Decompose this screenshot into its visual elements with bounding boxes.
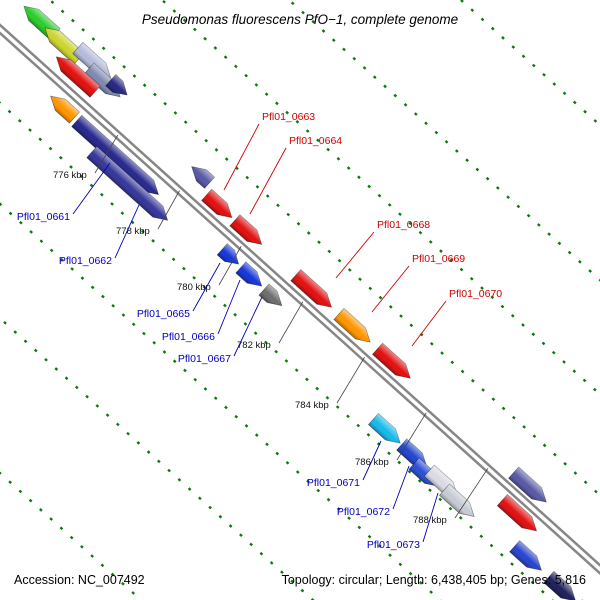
gene-gloss: [229, 214, 262, 245]
gene-gloss: [368, 413, 401, 444]
gene-gloss: [333, 308, 371, 343]
gene-gloss: [509, 540, 542, 571]
gene-gloss: [497, 494, 537, 531]
gene-label-leader: [335, 231, 375, 279]
gene-label[interactable]: Pfl01_0667: [178, 353, 231, 365]
gene-gloss: [44, 27, 85, 65]
gene-label[interactable]: Pfl01_0663: [262, 111, 315, 123]
scale-tick-leader: [157, 190, 180, 230]
gene-label[interactable]: Pfl01_0671: [307, 477, 360, 489]
gene-label-leader: [217, 279, 241, 335]
status-summary: Topology: circular; Length: 6,438,405 bp…: [282, 573, 586, 587]
gene-label-leader: [371, 265, 410, 313]
gene-gloss: [439, 484, 475, 517]
gene-label-leader: [233, 296, 263, 357]
scale-tick-leader: [336, 357, 365, 404]
page-title: Pseudomonas fluorescens PfO−1, complete …: [142, 12, 458, 27]
scale-tick-label: 784 kbp: [295, 400, 329, 411]
gene-gloss: [235, 261, 262, 287]
gene-gloss: [56, 56, 101, 98]
scale-tick-leader: [454, 468, 489, 519]
gene-gloss: [258, 284, 282, 306]
gene-label-leader: [72, 162, 111, 215]
gene-gloss: [72, 42, 111, 78]
scale-tick-leader: [94, 134, 119, 174]
scale-tick-leader: [218, 245, 242, 286]
scale-tick-leader: [396, 412, 427, 461]
gene-label[interactable]: Pfl01_0664: [289, 135, 342, 147]
gene-label-leader: [422, 492, 439, 543]
gene-gloss: [191, 166, 215, 189]
gene-label-leader: [249, 147, 287, 215]
scale-tick-leader: [278, 301, 304, 344]
gene-label-leader: [392, 465, 410, 510]
scale-tick-label: 780 kbp: [177, 282, 211, 293]
gene-gloss: [71, 115, 159, 195]
gene-label[interactable]: Pfl01_0666: [162, 331, 215, 343]
gene-gloss: [217, 243, 239, 265]
gene-label[interactable]: Pfl01_0669: [412, 253, 465, 265]
gene-label-leader: [411, 300, 447, 347]
gene-gloss: [201, 189, 232, 218]
gene-label[interactable]: Pfl01_0673: [367, 539, 420, 551]
gene-gloss: [86, 146, 168, 221]
scale-tick-label: 776 kbp: [53, 170, 87, 181]
gene-label-leader: [362, 440, 382, 481]
gene-label[interactable]: Pfl01_0670: [449, 288, 502, 300]
gene-gloss: [105, 74, 128, 95]
gene-label[interactable]: Pfl01_0665: [137, 308, 190, 320]
scale-tick-label: 778 kbp: [116, 226, 150, 237]
gene-label[interactable]: Pfl01_0672: [337, 506, 390, 518]
status-accession: Accession: NC_007492: [14, 573, 145, 587]
gene-gloss: [372, 343, 411, 379]
scale-tick-label: 782 kbp: [237, 340, 271, 351]
scale-tick-label: 786 kbp: [355, 457, 389, 468]
gene-gloss: [543, 571, 576, 600]
gene-gloss: [508, 467, 547, 503]
gene-gloss: [50, 96, 80, 124]
gene-label-leader: [114, 204, 140, 259]
gene-label[interactable]: Pfl01_0661: [17, 211, 70, 223]
gene-gloss: [290, 269, 332, 308]
gene-label-leader: [223, 123, 260, 191]
gene-label[interactable]: Pfl01_0662: [59, 255, 112, 267]
gene-label[interactable]: Pfl01_0668: [377, 219, 430, 231]
gene-label-leader: [192, 262, 221, 312]
